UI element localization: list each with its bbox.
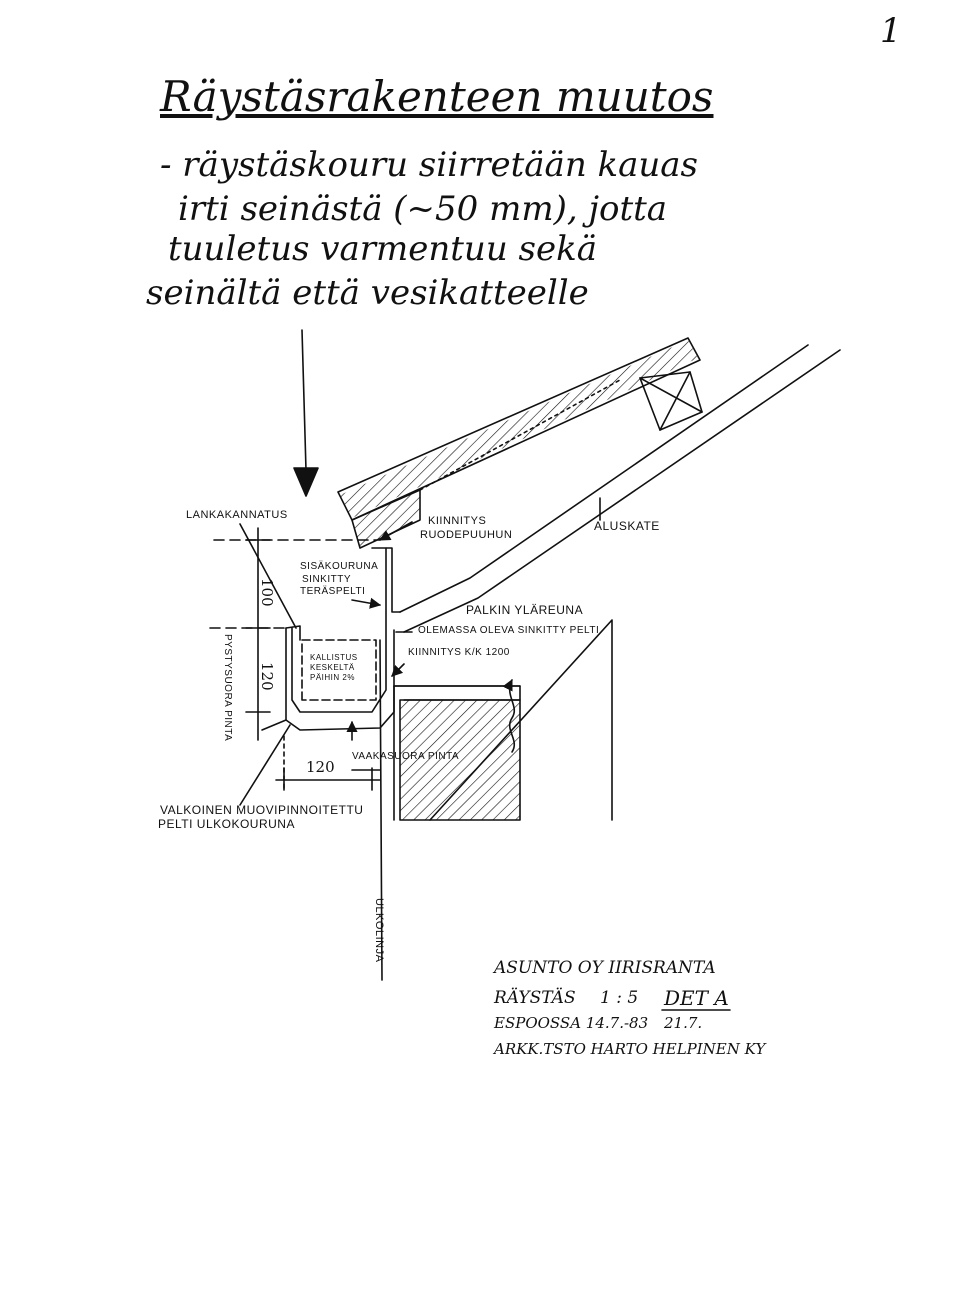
label-aluskate: ALUSKATE (594, 519, 660, 533)
note-pointer-arrowhead (293, 467, 319, 497)
drawing-title: Räystäsrakenteen muutos (160, 72, 714, 121)
label-vaakasuora-pinta: VAAKASUORA PINTA (352, 751, 460, 762)
title-block-detail: DET A (664, 986, 729, 1010)
label-ulkolinja: ULKOLINJA (373, 898, 385, 963)
inner-gutter-hook (371, 547, 401, 613)
wall-beam-hatch (399, 699, 521, 821)
label-sisakouruna-3: TERÄSPELTI (300, 586, 366, 597)
title-block-line-1: ASUNTO OY IIRISRANTA (494, 958, 716, 978)
roof-boards-hatch (340, 340, 698, 518)
title-block-revision-date: 21.7. (664, 1014, 703, 1032)
label-kallistus-3: PÄIHIN 2% (310, 673, 355, 682)
title-block-office: ARKK.TSTO HARTO HELPINEN KY (494, 1040, 766, 1058)
title-block-project: RÄYSTÄS (494, 988, 576, 1008)
underlay-line-2 (403, 349, 841, 633)
label-palkin-ylareuna: PALKIN YLÄREUNA (466, 603, 584, 617)
label-sisakouruna-1: SISÄKOURUNA (300, 561, 379, 572)
label-kiinnitys-k1200: KIINNITYS K/K 1200 (408, 647, 510, 658)
valkoinen-leader (239, 724, 291, 806)
label-valkoinen-2: PELTI ULKOKOURUNA (158, 817, 295, 831)
label-kiinnitys-1: KIINNITYS (428, 515, 487, 527)
wall-section (429, 619, 613, 821)
label-valkoinen-1: VALKOINEN MUOVIPINNOITETTU (160, 803, 364, 817)
note-line-2: irti seinästä (~50 mm), jotta (178, 189, 668, 229)
inner-gutter-water (301, 639, 377, 701)
lankakannatus-leader (239, 523, 297, 629)
dimension-120-vertical: 120 (258, 662, 276, 691)
title-block-place-date: ESPOOSSA 14.7.-83 (494, 1014, 649, 1032)
label-sisakouruna-2: SINKITTY (302, 574, 352, 585)
note-line-4: seinältä että vesikatteelle (146, 273, 589, 313)
label-kallistus-1: KALLISTUS (310, 653, 358, 662)
label-pystysuora-pinta: PYSTYSUORA PINTA (222, 634, 233, 742)
roof-boards-outline (337, 337, 701, 521)
rafter-box (639, 371, 703, 431)
dimension-120-horizontal: 120 (306, 758, 335, 776)
label-lankakannatus: LANKAKANNATUS (186, 509, 288, 521)
note-line-3: tuuletus varmentuu sekä (168, 229, 597, 269)
label-olemassa-oleva: OLEMASSA OLEVA SINKITTY PELTI (418, 625, 600, 636)
note-pointer-line (301, 329, 307, 471)
inner-gutter (291, 547, 387, 713)
title-block-scale: 1 : 5 (600, 988, 639, 1008)
ulkolinja-line (379, 639, 383, 981)
fascia-batten (351, 489, 421, 549)
underlay-line-1 (399, 344, 809, 613)
page-number: 1 (880, 11, 902, 51)
note-line-1: - räystäskouru siirretään kauas (160, 145, 699, 185)
label-kallistus-2: KESKELTÄ (310, 663, 355, 672)
dimension-100: 100 (258, 578, 276, 607)
label-kiinnitys-2: RUODEPUUHUN (420, 529, 513, 541)
